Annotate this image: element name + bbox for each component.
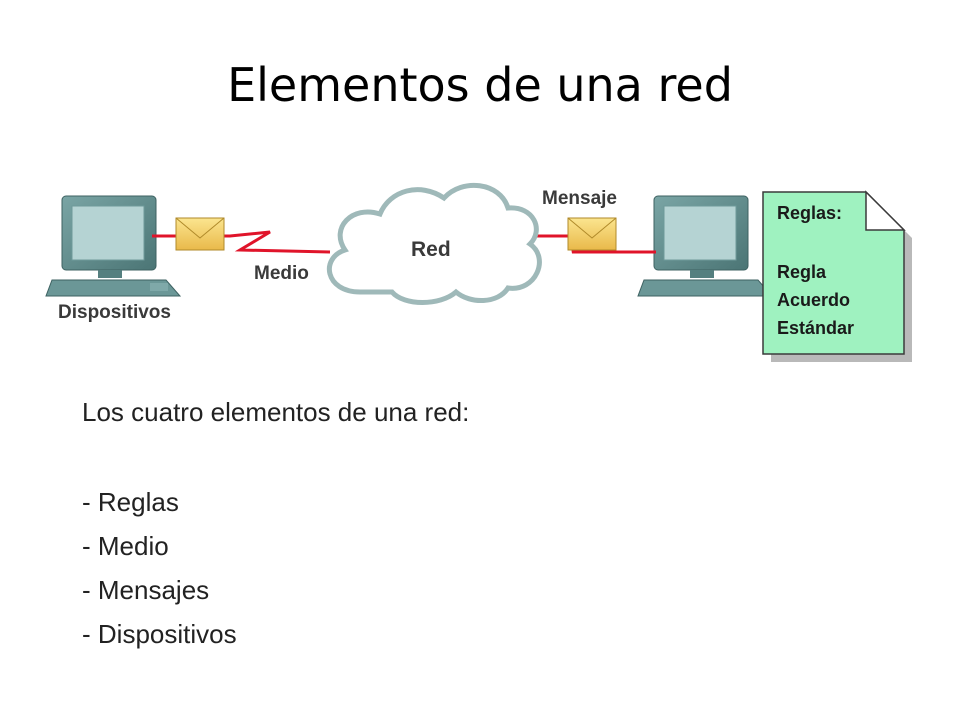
rules-heading: Reglas: <box>777 203 842 223</box>
list-item: Reglas <box>82 480 782 524</box>
slide-title: Elementos de una red <box>227 58 733 112</box>
content-block: Los cuatro elementos de una red: Reglas … <box>82 390 782 656</box>
elements-list: Reglas Medio Mensajes Dispositivos <box>82 480 782 656</box>
label-red: Red <box>411 238 451 261</box>
rules-item: Regla <box>777 262 827 282</box>
computer-right-icon <box>637 195 774 297</box>
list-item: Dispositivos <box>82 612 782 656</box>
rules-document: Reglas: Regla Acuerdo Estándar <box>762 190 912 362</box>
content-heading: Los cuatro elementos de una red: <box>82 397 470 427</box>
label-dispositivos: Dispositivos <box>58 302 171 323</box>
rules-item: Estándar <box>777 318 854 338</box>
message-envelope-left-icon <box>175 217 225 251</box>
list-item: Medio <box>82 524 782 568</box>
network-cloud-icon <box>326 182 542 305</box>
computer-left-icon <box>45 195 182 297</box>
message-envelope-right-icon <box>567 217 617 251</box>
network-diagram: Dispositivos Medio Red Mensaje Reglas: R… <box>45 182 912 362</box>
label-mensaje: Mensaje <box>542 188 617 209</box>
list-item: Mensajes <box>82 568 782 612</box>
rules-item: Acuerdo <box>777 290 850 310</box>
label-medio: Medio <box>254 263 309 284</box>
